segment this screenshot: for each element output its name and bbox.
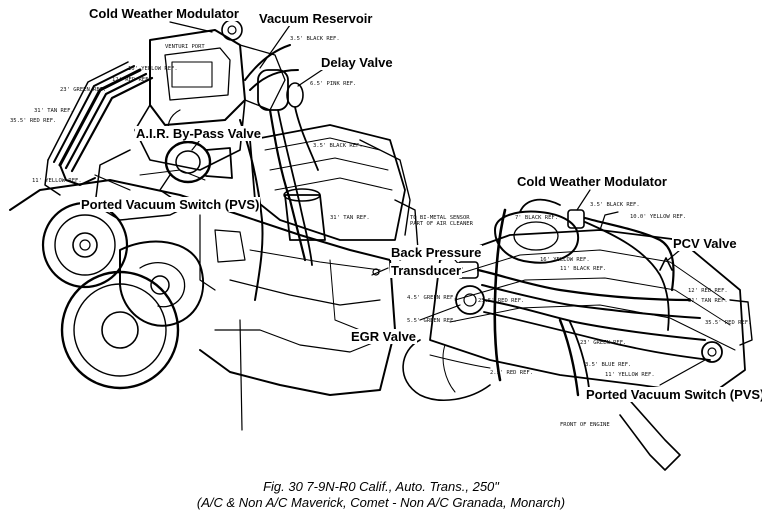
figure-caption-line-1: Fig. 30 7-9N-R0 Calif., Auto. Trans., 25… [263,479,499,494]
hose-label: 3.5' BLACK REF. [313,143,363,149]
callout-egr-valve: EGR Valve [350,329,418,344]
hose-label: 3.5' BLACK REF. [590,202,640,208]
callout-vacuum-reservoir: Vacuum Reservoir [258,11,374,26]
hose-label: 11' YELLOW REF. [32,178,82,184]
hose-label: 10' YELLOW REF. [128,66,178,72]
figure-caption-line-2: (A/C & Non A/C Maverick, Comet - Non A/C… [196,495,566,510]
callout-air-bypass-valve: A.I.R. By-Pass Valve [135,126,263,141]
callout-pvs-left: Ported Vacuum Switch (PVS) [80,197,261,212]
hose-label: 35.5' RED REF. [705,320,752,326]
callout-transducer: Transducer [390,263,463,278]
hose-label: PART OF AIR CLEANER [410,221,473,227]
hose-label: 6.5' PINK REF. [310,81,357,87]
leader-lines [94,21,706,386]
hose-label: TO BI-METAL SENSOR [410,215,470,221]
hose-label: 23' GREEN REF. [580,340,627,346]
callout-back-pressure: Back Pressure [390,245,483,260]
hose-label: 4.5' GREEN REF. [407,295,457,301]
hose-label: 3.5' BLACK REF. [290,36,340,42]
hose-label: 7' BLACK REF. [515,215,559,221]
callout-delay-valve: Delay Valve [320,55,394,70]
left-engine-illustration [9,19,419,431]
callout-pcv-valve: PCV Valve [672,236,738,251]
hose-label: 12' RED REF. [688,288,728,294]
hose-label: 25.5' RED REF. [478,298,525,304]
callout-cold-weather-modulator-left: Cold Weather Modulator [88,6,240,21]
hose-label: 31' TAN REF. [330,215,370,221]
hose-label: 23' GREEN REF. [60,87,107,93]
hose-label: 10.0' YELLOW REF. [630,214,687,220]
hose-label: 11' BLACK REF. [560,266,607,272]
hose-label: 35.5' RED REF. [10,118,57,124]
hose-label: 3.5' BLUE REF. [585,362,632,368]
hose-label: VENTURI PORT [165,44,205,50]
hose-label: 5.5' GREEN REF. [407,318,457,324]
hose-label: 12' RED REF. [112,77,152,83]
callout-cold-weather-modulator-right: Cold Weather Modulator [516,174,668,189]
hose-label: FRONT OF ENGINE [560,422,610,428]
hose-label: 31' TAN REF. [34,108,74,114]
hose-label: 11' YELLOW REF. [605,372,655,378]
hose-label: 31' TAN REF. [688,298,728,304]
callout-pvs-right: Ported Vacuum Switch (PVS) [585,387,762,402]
hose-label: 16' YELLOW REF. [540,257,590,263]
hose-label: 2.5' RED REF. [490,370,534,376]
right-engine-illustration [371,198,753,471]
